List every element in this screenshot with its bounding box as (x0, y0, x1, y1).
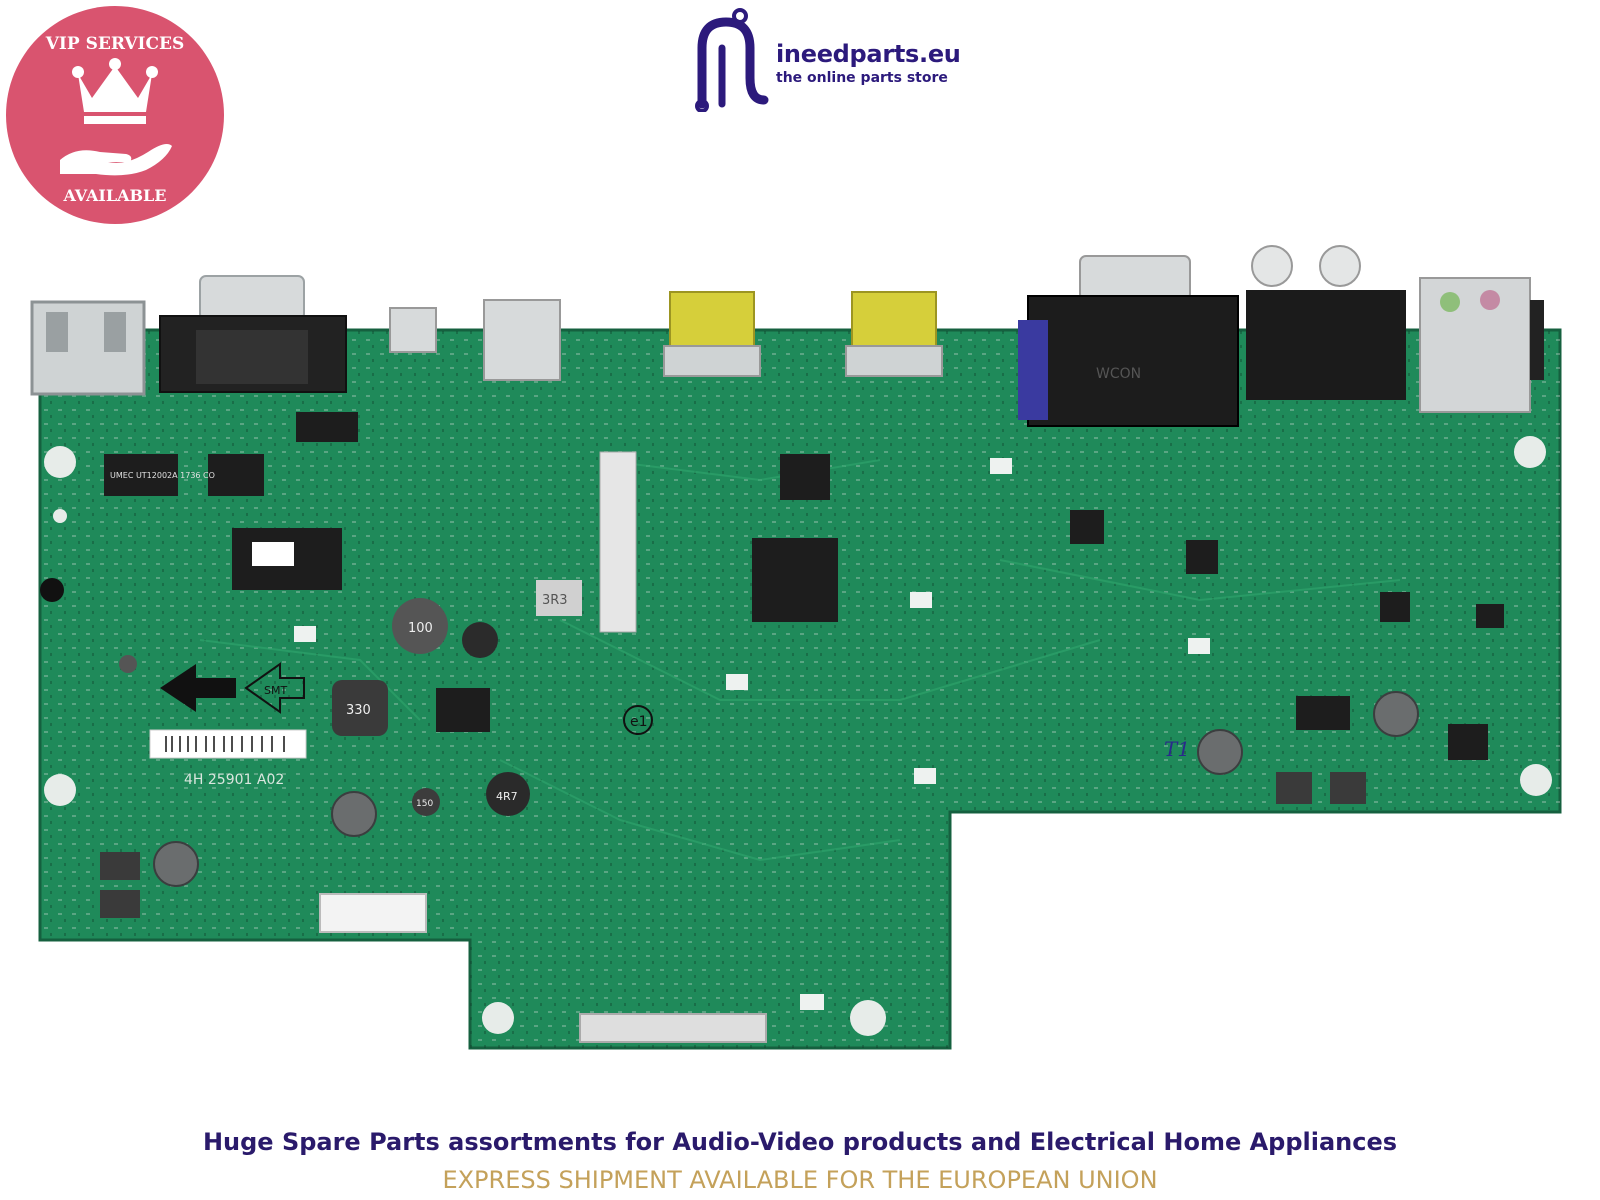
inductor-150-label: 150 (416, 799, 433, 809)
barcode-sticker (149, 729, 307, 759)
inductor-100-label: 100 (408, 621, 433, 636)
inductor (462, 622, 498, 658)
mounting-hole (1520, 764, 1552, 796)
inductor-330-label: 330 (346, 703, 371, 718)
usb-port (483, 299, 561, 381)
vga-port: WCON (1018, 255, 1239, 427)
mounting-hole (1514, 436, 1546, 468)
rca-jacks (1246, 245, 1406, 400)
transformer-label: UMEC UT12002A 1736 CO (110, 471, 215, 480)
audio-jack-block (1419, 277, 1544, 413)
board-connector (319, 893, 427, 933)
site-logo: ineedparts.eu the online parts store (692, 8, 962, 118)
mounting-hole (44, 774, 76, 806)
chip (1186, 540, 1218, 574)
inductor-3r3: 3R3 (536, 580, 582, 616)
serial-port (159, 275, 347, 393)
vip-badge-bottom-text: AVAILABLE (63, 186, 167, 205)
inductor-small (1330, 772, 1366, 804)
inductor-4r7-label: 4R7 (496, 790, 518, 803)
mounting-hole (850, 1000, 886, 1036)
chip (752, 538, 838, 622)
inductor-3r3-label: 3R3 (542, 593, 568, 608)
capacitor (153, 841, 199, 887)
connector-label-wcon: WCON (1096, 366, 1141, 382)
fpc-connector (599, 451, 637, 633)
mini-usb-port (389, 307, 437, 353)
chip (1448, 724, 1488, 760)
chip (436, 688, 490, 732)
chip (104, 454, 178, 496)
chip (1070, 510, 1104, 544)
mounting-hole (53, 509, 67, 523)
mounting-hole (119, 655, 137, 673)
inductor-330: 330 (332, 680, 388, 736)
logo-tagline: the online parts store (776, 70, 948, 86)
chip (1380, 592, 1410, 622)
chip (1296, 696, 1350, 730)
ethernet-port (30, 300, 146, 396)
inductor-small (100, 852, 140, 880)
mounting-hole (482, 1002, 514, 1034)
logo-name: ineedparts.eu (776, 40, 961, 68)
ir-sensor (40, 578, 64, 602)
hand-icon (60, 144, 172, 176)
chip (1476, 604, 1504, 628)
e1-marker: e1 (630, 714, 648, 730)
label-sticker (252, 542, 294, 566)
hdmi-port-2 (845, 291, 943, 377)
vip-services-badge: VIP SERVICES AVAILABLE (6, 6, 224, 224)
capacitor (1197, 729, 1243, 775)
chip (296, 412, 358, 442)
inductor-small (100, 890, 140, 918)
mounting-hole (44, 446, 76, 478)
direction-arrow-outline (244, 662, 305, 714)
inductor-150: 150 (412, 788, 440, 816)
inductor-small (1276, 772, 1312, 804)
chip (780, 454, 830, 500)
board-code-label: 4H 25901 A02 (184, 772, 284, 788)
footer-shipping-note: EXPRESS SHIPMENT AVAILABLE FOR THE EUROP… (442, 1166, 1158, 1194)
logo-mark-icon (695, 8, 769, 112)
footer-tagline: Huge Spare Parts assortments for Audio-V… (202, 1128, 1398, 1156)
inductor-4r7: 4R7 (486, 772, 530, 816)
vip-badge-top-text: VIP SERVICES (45, 34, 185, 54)
smt-label: SMT (264, 684, 287, 697)
hdmi-port-1 (663, 291, 761, 377)
inductor-100: 100 (392, 598, 448, 654)
handwritten-mark: T1 (1164, 737, 1190, 761)
crown-icon (72, 58, 158, 124)
capacitor (331, 791, 377, 837)
chip (208, 454, 264, 496)
ffc-connector (579, 1013, 767, 1043)
capacitor (1373, 691, 1419, 737)
direction-arrow-solid (160, 664, 236, 712)
